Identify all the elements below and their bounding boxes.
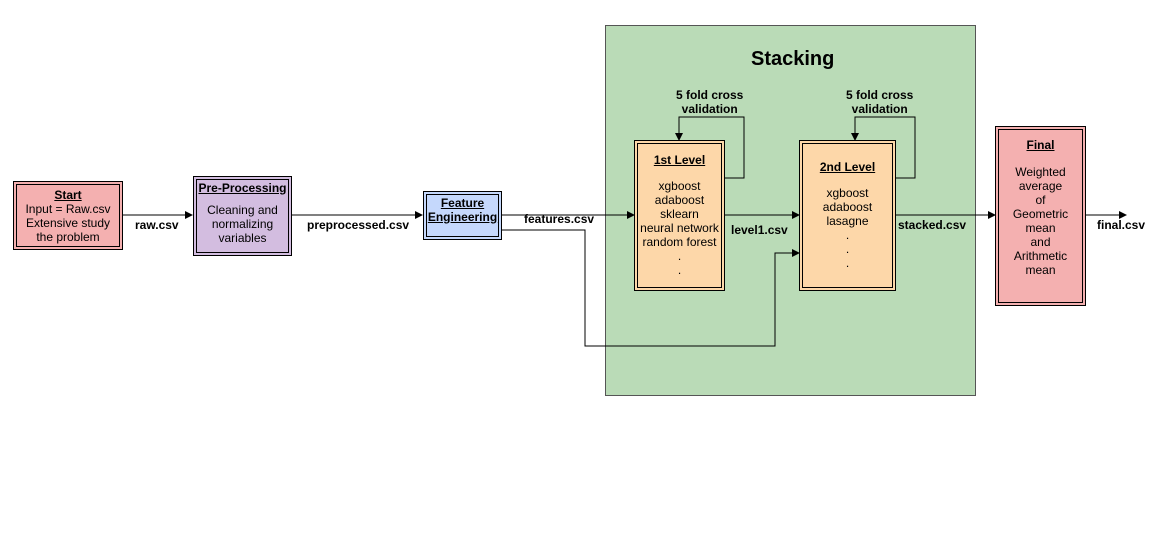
cv-label-level2: 5 fold cross validation: [846, 88, 914, 116]
edge-label-stacked: stacked.csv: [898, 218, 967, 232]
level1-model: sklearn: [660, 207, 699, 221]
edge-label-final: final.csv: [1097, 218, 1146, 232]
cv-label-level1: 5 fold cross validation: [676, 88, 744, 116]
edge-cv-loop-level2: [851, 116, 916, 179]
start-line: the problem: [36, 230, 100, 244]
final-node: Final Weighted average of Geometric mean…: [995, 126, 1086, 306]
final-line: mean: [1025, 263, 1056, 277]
feature-engineering-title: Feature Engineering: [427, 196, 498, 224]
start-title: Start: [54, 188, 82, 202]
level2-ellipsis: .: [845, 242, 850, 256]
level1-model: random forest: [642, 235, 717, 249]
level2-node: 2nd Level xgboost adaboost lasagne . . .: [799, 140, 896, 291]
final-line: Weighted: [1015, 165, 1066, 179]
level2-ellipsis: .: [845, 256, 850, 270]
final-line: and: [1030, 235, 1051, 249]
final-line: average: [1018, 179, 1063, 193]
edge-label-raw: raw.csv: [135, 218, 179, 232]
final-line: Geometric: [1012, 207, 1069, 221]
preprocessing-line: normalizing: [211, 217, 274, 231]
level2-model: lasagne: [826, 214, 869, 228]
final-line: of: [1035, 193, 1046, 207]
start-node: Start Input = Raw.csv Extensive study th…: [13, 181, 123, 250]
level1-model: neural network: [640, 221, 719, 235]
final-line: mean: [1025, 221, 1056, 235]
preprocessing-node: Pre-Processing Cleaning and normalizing …: [193, 176, 292, 256]
start-line: Input = Raw.csv: [25, 202, 111, 216]
edge-label-preprocessed: preprocessed.csv: [307, 218, 410, 232]
preprocessing-line: variables: [218, 231, 267, 245]
edge-features-bypass-to-level2: [502, 229, 800, 347]
level1-model: xgboost: [658, 179, 701, 193]
final-title: Final: [1026, 138, 1055, 152]
level2-ellipsis: .: [845, 228, 850, 242]
level2-model: adaboost: [822, 200, 873, 214]
start-line: Extensive study: [25, 216, 111, 230]
level2-model: xgboost: [826, 186, 869, 200]
level1-model: adaboost: [654, 193, 705, 207]
final-line: Arithmetic: [1013, 249, 1068, 263]
edge-label-level1: level1.csv: [731, 223, 788, 237]
level1-title: 1st Level: [653, 153, 706, 167]
edge-label-features: features.csv: [524, 212, 595, 226]
preprocessing-line: Cleaning and: [207, 203, 278, 217]
edge-cv-loop-level1: [675, 116, 745, 179]
stacking-title: Stacking: [751, 48, 835, 70]
level2-title: 2nd Level: [819, 160, 876, 174]
level1-ellipsis: .: [677, 249, 682, 263]
level1-node: 1st Level xgboost adaboost sklearn neura…: [634, 140, 725, 291]
preprocessing-title: Pre-Processing: [198, 181, 287, 195]
level1-ellipsis: .: [677, 263, 682, 277]
feature-engineering-node: Feature Engineering: [423, 191, 502, 240]
